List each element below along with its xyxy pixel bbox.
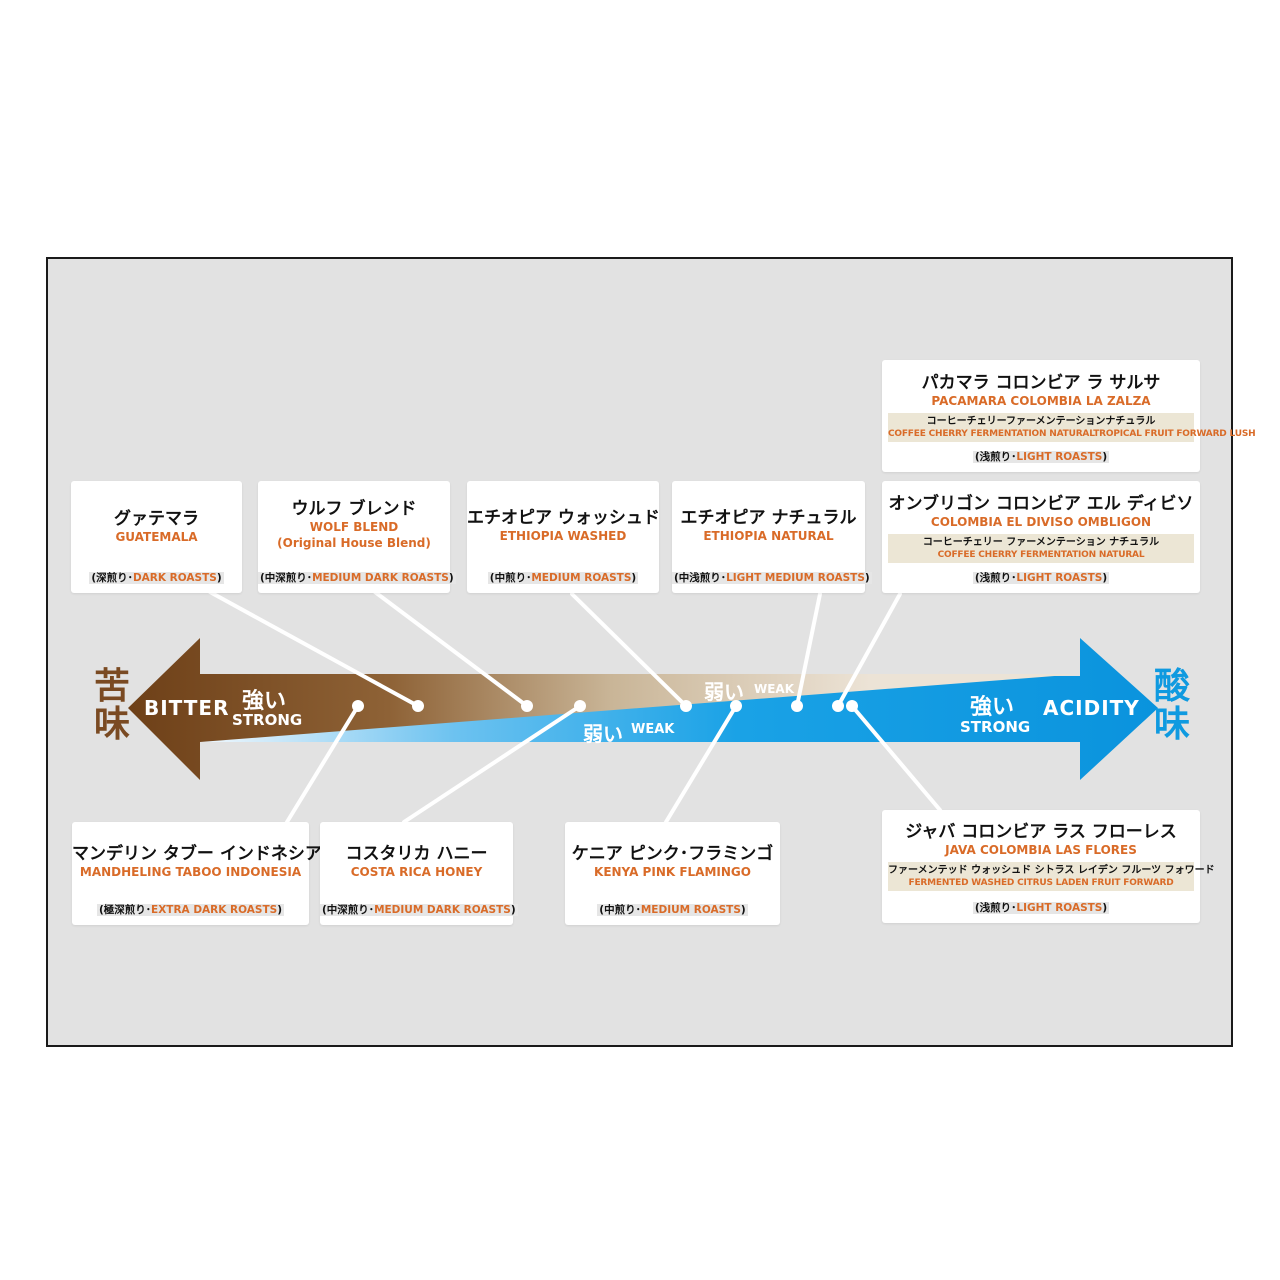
card-title-en: ETHIOPIA WASHED — [499, 529, 627, 543]
card-title-jp: オンブリゴン コロンビア エル ディビソ — [888, 494, 1194, 514]
card-guatemala[interactable]: グァテマラ GUATEMALA (深煎り･DARK ROASTS) — [71, 481, 242, 593]
card-ethiopia-natural[interactable]: エチオピア ナチュラル ETHIOPIA NATURAL (中浅煎り･LIGHT… — [672, 481, 872, 593]
card-title-jp: パカマラ コロンビア ラ サルサ — [921, 373, 1161, 393]
card-pacamara[interactable]: パカマラ コロンビア ラ サルサ PACAMARA COLOMBIA LA ZA… — [882, 360, 1256, 472]
card-title-jp: ウルフ ブレンド — [291, 499, 417, 519]
roast-level: (中浅煎り･LIGHT MEDIUM ROASTS) — [672, 572, 872, 584]
bitter-label: BITTER — [144, 696, 230, 720]
dot-java — [846, 700, 858, 712]
dot-mandheling — [352, 700, 364, 712]
dot-costa — [574, 700, 586, 712]
connector-eth-natural — [795, 592, 822, 708]
connector-kenya — [664, 704, 738, 824]
acidity-strong-en: STRONG — [960, 718, 1031, 736]
card-title-en: JAVA COLOMBIA LAS FLORES — [945, 843, 1137, 857]
acidity-strong-jp: 強い — [970, 695, 1015, 720]
flavor-description: コーヒーチェリー ファーメンテーション ナチュラル COFFEE CHERRY … — [888, 534, 1194, 563]
bitter-side-label: 苦 味 — [93, 666, 130, 745]
card-title-en: ETHIOPIA NATURAL — [703, 529, 834, 543]
connector-guatemala — [208, 590, 420, 708]
card-title-en: MANDHELING TABOO INDONESIA — [79, 865, 302, 879]
roast-level: (浅煎り･LIGHT ROASTS) — [972, 451, 1110, 463]
acidity-label: ACIDITY — [1043, 696, 1140, 720]
card-title-en: COLOMBIA EL DIVISO OMBLIGON — [930, 515, 1152, 529]
card-costa-rica[interactable]: コスタリカ ハニー COSTA RICA HONEY (中深煎り･MEDIUM … — [320, 822, 518, 925]
card-title-jp: ケニア ピンク･フラミンゴ — [571, 844, 774, 864]
dot-eth-washed — [680, 700, 692, 712]
card-title-jp: エチオピア ウォッシュド — [467, 508, 660, 528]
dot-eth-natural — [791, 700, 803, 712]
acidity-weak-en: WEAK — [631, 722, 675, 737]
card-title-en: PACAMARA COLOMBIA LA ZALZA — [931, 394, 1151, 408]
card-title-jp: エチオピア ナチュラル — [680, 508, 857, 528]
roast-level: (極深煎り･EXTRA DARK ROASTS) — [96, 904, 285, 916]
flavor-description: コーヒーチェリーファーメンテーションナチュラル COFFEE CHERRY FE… — [888, 413, 1256, 442]
acidity-arrow — [200, 638, 1158, 780]
bitter-arrow — [128, 638, 1080, 780]
dot-ombligon — [832, 700, 844, 712]
acidity-side-label: 酸 味 — [1153, 666, 1190, 745]
dot-kenya — [730, 700, 742, 712]
card-subtitle-en: (Original House Blend) — [277, 536, 431, 550]
connector-wolf — [373, 590, 529, 708]
card-title-en: KENYA PINK FLAMINGO — [594, 865, 751, 879]
card-java[interactable]: ジャバ コロンビア ラス フローレス JAVA COLOMBIA LAS FLO… — [882, 810, 1215, 923]
connector-java — [850, 704, 942, 812]
card-title-en: WOLF BLEND — [309, 520, 399, 534]
bitter-weak-jp: 弱い — [704, 680, 744, 704]
roast-level: (中深煎り･MEDIUM DARK ROASTS) — [320, 904, 518, 916]
card-title-en: GUATEMALA — [115, 530, 198, 544]
card-kenya[interactable]: ケニア ピンク･フラミンゴ KENYA PINK FLAMINGO (中煎り･M… — [565, 822, 780, 925]
bitter-strong-en: STRONG — [232, 711, 303, 729]
roast-level: (浅煎り･LIGHT ROASTS) — [972, 902, 1110, 914]
card-title-jp: コスタリカ ハニー — [345, 844, 488, 864]
dot-wolf — [521, 700, 533, 712]
card-mandheling[interactable]: マンデリン タブー インドネシア MANDHELING TABOO INDONE… — [72, 822, 322, 925]
dot-guatemala — [412, 700, 424, 712]
roast-level: (浅煎り･LIGHT ROASTS) — [972, 572, 1110, 584]
card-ethiopia-washed[interactable]: エチオピア ウォッシュド ETHIOPIA WASHED (中煎り･MEDIUM… — [467, 481, 660, 593]
card-title-jp: マンデリン タブー インドネシア — [72, 844, 322, 864]
connector-ombligon — [836, 592, 902, 708]
card-title-jp: ジャバ コロンビア ラス フローレス — [905, 822, 1177, 842]
acidity-weak-jp: 弱い — [583, 722, 623, 746]
roast-level: (中煎り･MEDIUM ROASTS) — [487, 572, 639, 584]
bitter-weak-en: WEAK — [754, 682, 795, 696]
card-ombligon[interactable]: オンブリゴン コロンビア エル ディビソ COLOMBIA EL DIVISO … — [882, 481, 1200, 593]
flavor-description: ファーメンテッド ウォッシュド シトラス レイデン フルーツ フォワード FER… — [888, 862, 1215, 891]
card-title-en: COSTA RICA HONEY — [350, 865, 483, 879]
bitter-strong-jp: 強い — [242, 689, 287, 714]
connector-eth-washed — [570, 592, 688, 708]
roast-level: (中深煎り･MEDIUM DARK ROASTS) — [258, 572, 456, 584]
connector-mandheling — [285, 704, 360, 824]
card-title-jp: グァテマラ — [114, 509, 199, 529]
roast-level: (中煎り･MEDIUM ROASTS) — [597, 904, 748, 916]
card-wolf-blend[interactable]: ウルフ ブレンド WOLF BLEND (Original House Blen… — [258, 481, 456, 593]
connector-costa — [402, 704, 582, 824]
roast-level: (深煎り･DARK ROASTS) — [89, 572, 224, 584]
